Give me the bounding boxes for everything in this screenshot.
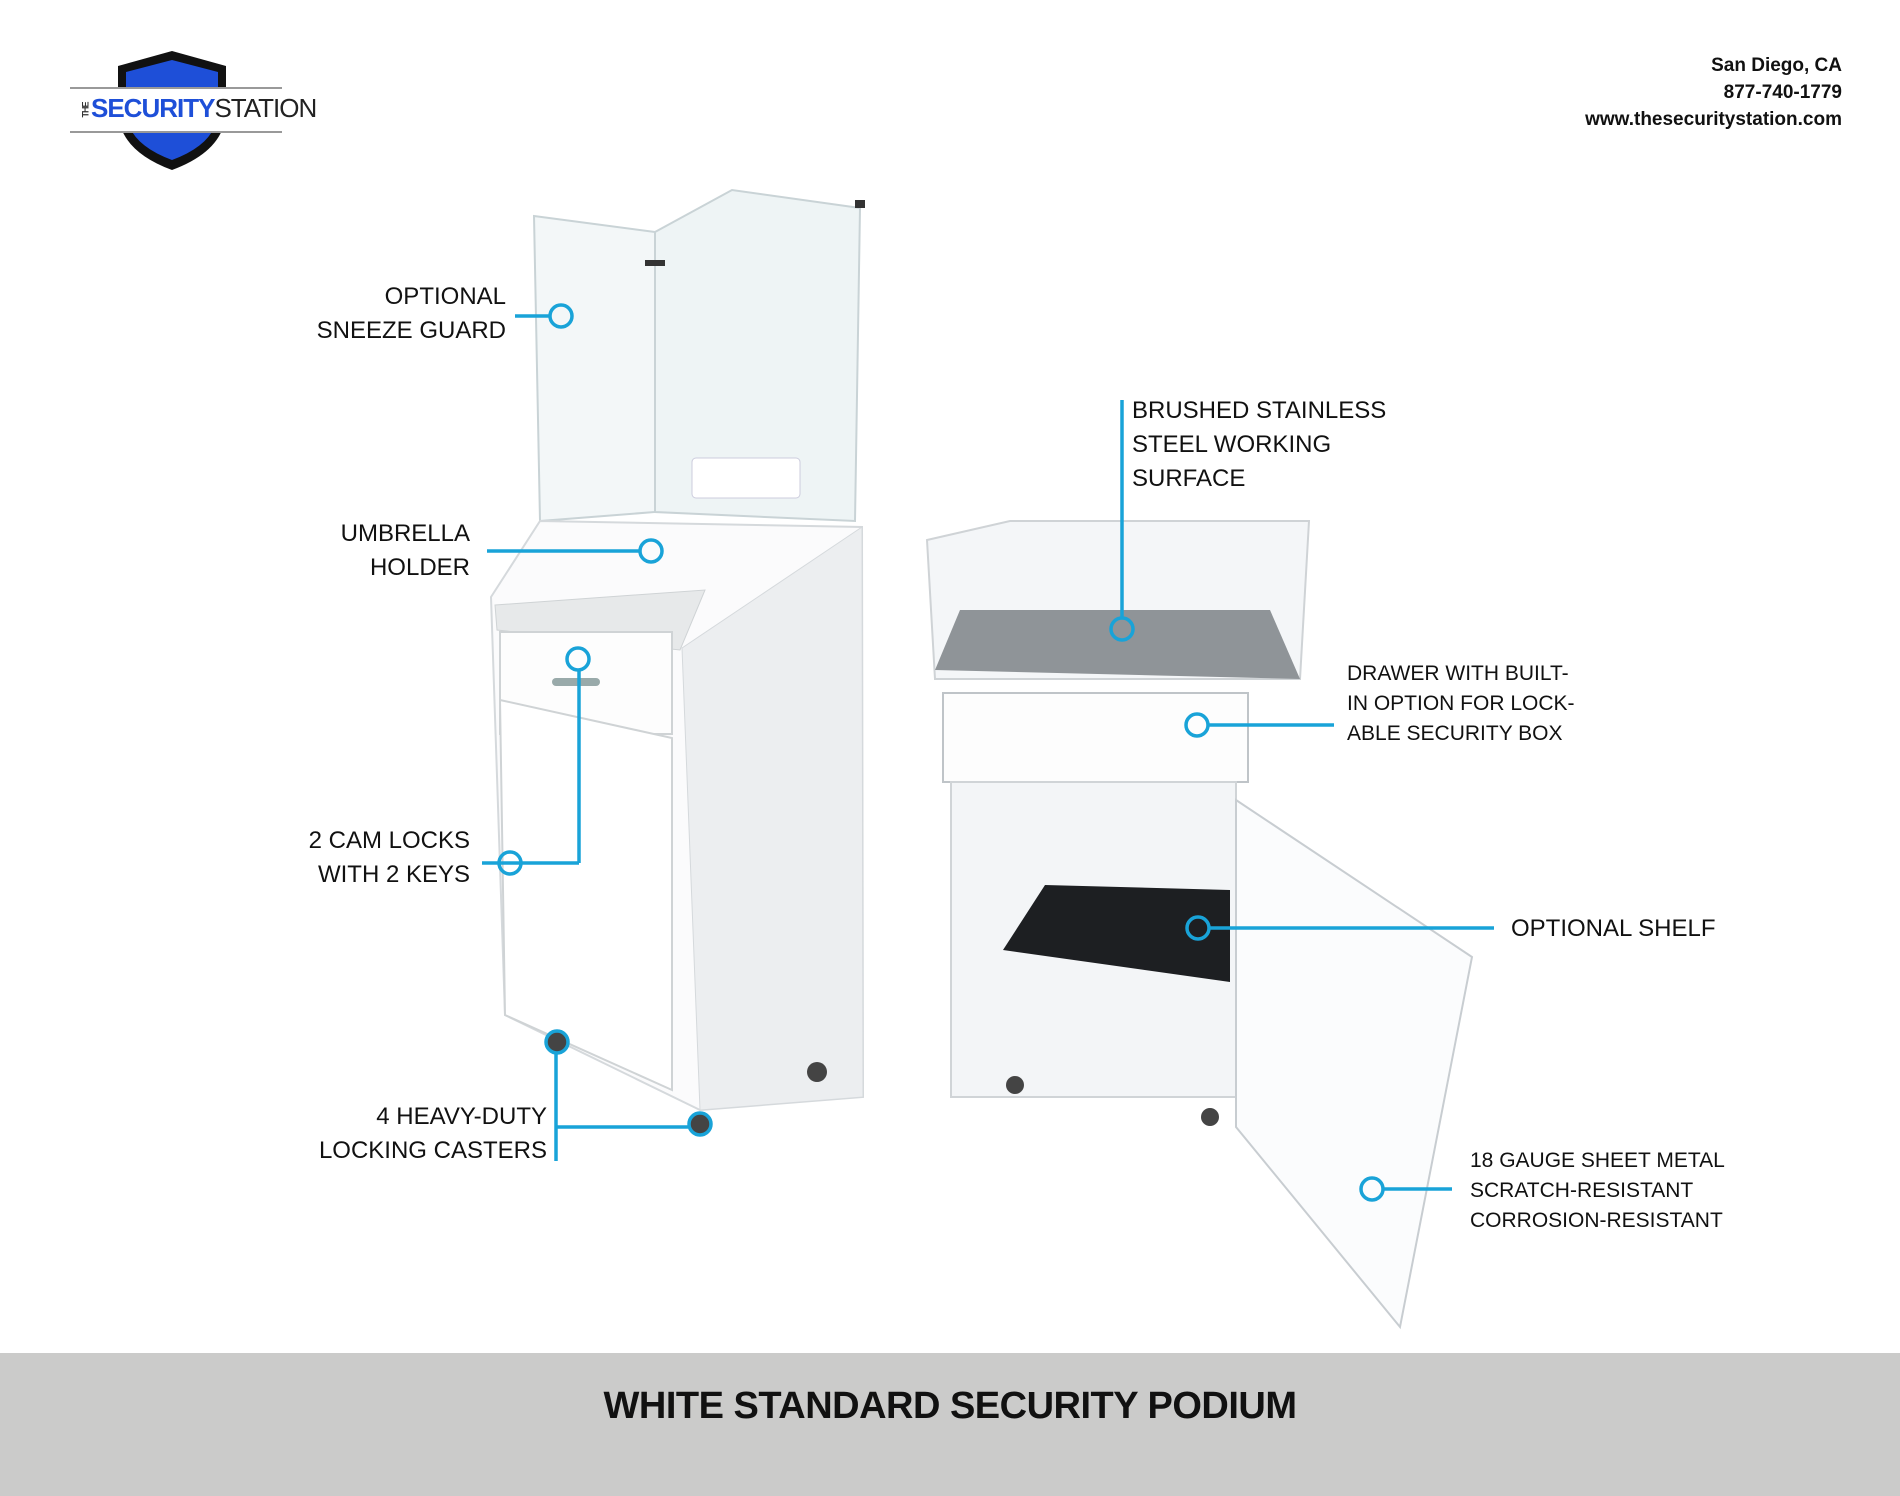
callout-line: ABLE SECURITY BOX [1347, 722, 1563, 745]
cam-lock-marker-1 [497, 850, 523, 876]
metal-marker [1359, 1176, 1385, 1202]
drawer-marker [1184, 712, 1210, 738]
callout-line: BRUSHED STAINLESS [1132, 397, 1387, 424]
callout-line: SURFACE [1132, 465, 1246, 492]
callout-line: STEEL WORKING [1132, 431, 1332, 458]
caster-marker-2 [687, 1111, 713, 1137]
callout-sneeze-guard: OPTIONAL SNEEZE GUARD [317, 280, 506, 348]
callout-drawer: DRAWER WITH BUILT- IN OPTION FOR LOCK- A… [1347, 659, 1575, 749]
callout-line: SCRATCH-RESISTANT [1470, 1179, 1694, 1202]
callout-line: UMBRELLA [340, 520, 470, 547]
footer-band: WHITE STANDARD SECURITY PODIUM [0, 1353, 1900, 1496]
contact-city: San Diego, CA [1711, 55, 1842, 76]
callout-cam-locks: 2 CAM LOCKS WITH 2 KEYS [309, 824, 470, 892]
callout-line: 18 GAUGE SHEET METAL [1470, 1149, 1725, 1172]
product-title: WHITE STANDARD SECURITY PODIUM [603, 1385, 1297, 1427]
callout-line: OPTIONAL [384, 283, 506, 310]
callout-shelf: OPTIONAL SHELF [1511, 912, 1716, 946]
sneeze-guard-marker [548, 303, 574, 329]
callout-line: HOLDER [369, 554, 470, 581]
contact-info: San Diego, CA 877-740-1779 www.thesecuri… [1585, 52, 1842, 133]
umbrella-marker [638, 538, 664, 564]
podium-open-door [925, 520, 1474, 1330]
caster-marker-1 [544, 1029, 570, 1055]
callout-line: DRAWER WITH BUILT- [1347, 662, 1569, 685]
callout-sheet-metal: 18 GAUGE SHEET METAL SCRATCH-RESISTANT C… [1470, 1146, 1725, 1236]
callout-umbrella-holder: UMBRELLA HOLDER [341, 517, 470, 585]
callout-line: 4 HEAVY-DUTY [376, 1103, 547, 1130]
logo: THESECURITYSTATION [80, 93, 318, 123]
callout-line: LOCKING CASTERS [318, 1137, 547, 1164]
contact-website[interactable]: www.thesecuritystation.com [1585, 109, 1842, 130]
callout-lines [482, 303, 1494, 1202]
callout-line: IN OPTION FOR LOCK- [1347, 692, 1575, 715]
callout-line: WITH 2 KEYS [317, 861, 470, 888]
callout-line: SNEEZE GUARD [316, 317, 506, 344]
podium-with-sneeze-guard [489, 188, 865, 1134]
callout-working-surface: BRUSHED STAINLESS STEEL WORKING SURFACE [1132, 394, 1386, 496]
shelf-marker [1185, 915, 1211, 941]
callout-line: OPTIONAL SHELF [1511, 915, 1716, 942]
contact-phone: 877-740-1779 [1723, 82, 1842, 103]
callout-casters: 4 HEAVY-DUTY LOCKING CASTERS [319, 1100, 547, 1168]
callout-line: CORROSION-RESISTANT [1470, 1209, 1723, 1232]
callout-line: 2 CAM LOCKS [308, 827, 470, 854]
surface-marker [1109, 616, 1135, 642]
cam-lock-marker-2 [565, 646, 591, 672]
logo-shield-icon [70, 51, 282, 170]
